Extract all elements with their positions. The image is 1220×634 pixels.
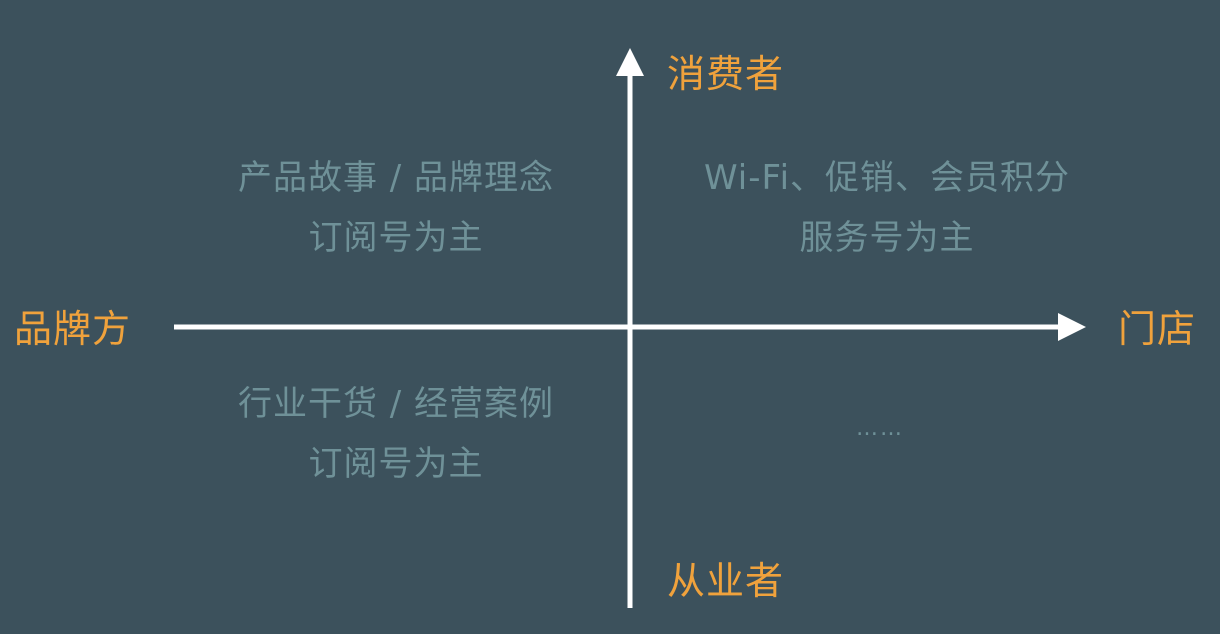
- axis-label-bottom: 从业者: [667, 559, 785, 603]
- quadrant-top-left-line2: 订阅号为主: [308, 218, 484, 258]
- quadrant-bottom-left-line2: 订阅号为主: [308, 444, 484, 484]
- up-arrow-icon: [616, 48, 644, 76]
- axis-label-top: 消费者: [667, 52, 785, 96]
- quadrant-bottom-right-ellipsis: ……: [856, 416, 904, 441]
- right-arrow-icon: [1058, 313, 1086, 341]
- quadrant-top-right-line2: 服务号为主: [799, 218, 975, 258]
- quadrant-top-right-line1: Wi-Fi、促销、会员积分: [703, 158, 1071, 198]
- quadrant-top-left: 产品故事 / 品牌理念 订阅号为主: [196, 148, 596, 268]
- axis-label-right: 门店: [1118, 307, 1197, 351]
- axis-label-left: 品牌方: [14, 307, 132, 351]
- quadrant-bottom-left-line1: 行业干货 / 经营案例: [237, 384, 555, 424]
- quadrant-top-left-line1: 产品故事 / 品牌理念: [237, 158, 555, 198]
- quadrant-top-right: Wi-Fi、促销、会员积分 服务号为主: [662, 148, 1112, 268]
- quadrant-bottom-left: 行业干货 / 经营案例 订阅号为主: [196, 374, 596, 494]
